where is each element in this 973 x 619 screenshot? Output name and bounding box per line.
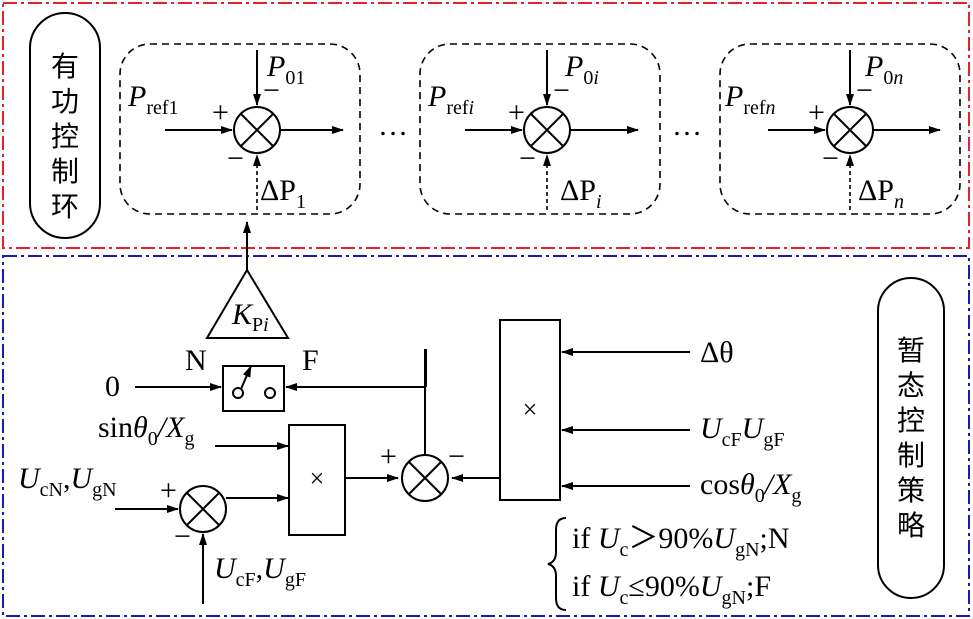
ellipsis-2: … — [672, 109, 702, 142]
gain-label: KPi — [231, 298, 269, 336]
upper-title-char-5: 环 — [51, 190, 79, 223]
lower-title-char-4: 制 — [897, 439, 925, 472]
switch-block: N F — [185, 344, 319, 412]
minus-sign: − — [553, 74, 570, 107]
control-unit-1: + − − Pref1 P01 ΔP1 — [119, 43, 361, 215]
p0-1-label: P01 — [266, 50, 305, 89]
ucf-ugf-label-2: UcFUgF — [700, 412, 784, 451]
lower-frame — [2, 255, 970, 617]
triangle-gain-icon — [205, 268, 290, 339]
upper-title-char-1: 有 — [51, 50, 79, 83]
condition-1: if Uc＞90%UgN;N — [572, 522, 790, 561]
pref-n-label: Prefn — [724, 80, 776, 119]
upper-title-char-2: 功 — [51, 85, 79, 118]
multiply-box-icon: × — [523, 395, 538, 424]
lower-title-char-6: 略 — [897, 509, 925, 542]
ellipsis-1: … — [378, 109, 408, 142]
plus-sign: + — [160, 474, 177, 507]
pref-i-label: Prefi — [427, 80, 474, 119]
minus-sign: − — [227, 142, 244, 175]
ucf-ugf-label-1: UcF,UgF — [214, 552, 306, 591]
minus-sign: − — [174, 520, 191, 553]
sin-input-label: sinθ0/Xg — [98, 411, 194, 450]
control-unit-i: + − − Prefi P0i ΔPi — [419, 43, 661, 215]
dp-i-label: ΔPi — [560, 174, 602, 213]
plus-sign: + — [808, 96, 825, 129]
cos-input-label: cosθ0/Xg — [700, 468, 801, 507]
lower-title-char-1: 暂 — [897, 334, 925, 367]
pref-1-label: Pref1 — [127, 80, 179, 119]
p0-n-label: P0n — [864, 50, 903, 89]
switch-f-label: F — [302, 344, 319, 377]
lower-title-char-3: 控 — [897, 404, 925, 437]
multiplier-block-2 — [499, 319, 561, 501]
minus-sign: − — [519, 142, 536, 175]
upper-frame — [2, 2, 970, 249]
switch-icon — [222, 365, 285, 412]
minus-sign: − — [448, 440, 465, 473]
plus-sign: + — [380, 440, 397, 473]
upper-title-char-3: 控 — [51, 120, 79, 153]
plus-sign: + — [212, 96, 229, 129]
dp-n-label: ΔPn — [858, 174, 904, 213]
minus-sign: − — [822, 142, 839, 175]
minus-sign: − — [263, 74, 280, 107]
upper-title: 有 功 控 制 环 — [29, 12, 101, 239]
gain-block: KPi — [205, 221, 290, 339]
multiply-box-icon: × — [310, 464, 325, 493]
upper-title-char-4: 制 — [51, 155, 79, 188]
lower-title-char-5: 策 — [897, 474, 925, 507]
plus-sign: + — [508, 96, 525, 129]
condition-2: if Uc≤90%UgN;F — [572, 570, 771, 609]
summing-junction-voltage — [179, 485, 227, 533]
summing-junction-power — [401, 454, 449, 502]
zero-input-label: 0 — [105, 370, 120, 403]
lower-title: 暂 态 控 制 策 略 — [877, 277, 945, 599]
p0-i-label: P0i — [564, 50, 599, 89]
condition-brace — [547, 517, 567, 611]
switch-n-label: N — [185, 344, 207, 377]
control-unit-n: + − − Prefn P0n ΔPn — [719, 43, 961, 215]
ucn-ugn-label: UcN,UgN — [18, 462, 117, 501]
multiplier-block-1 — [288, 424, 346, 536]
delta-theta-label: Δθ — [700, 336, 734, 369]
lower-title-char-2: 态 — [897, 369, 925, 402]
minus-sign: − — [856, 74, 873, 107]
dp-1-label: ΔP1 — [260, 174, 306, 213]
